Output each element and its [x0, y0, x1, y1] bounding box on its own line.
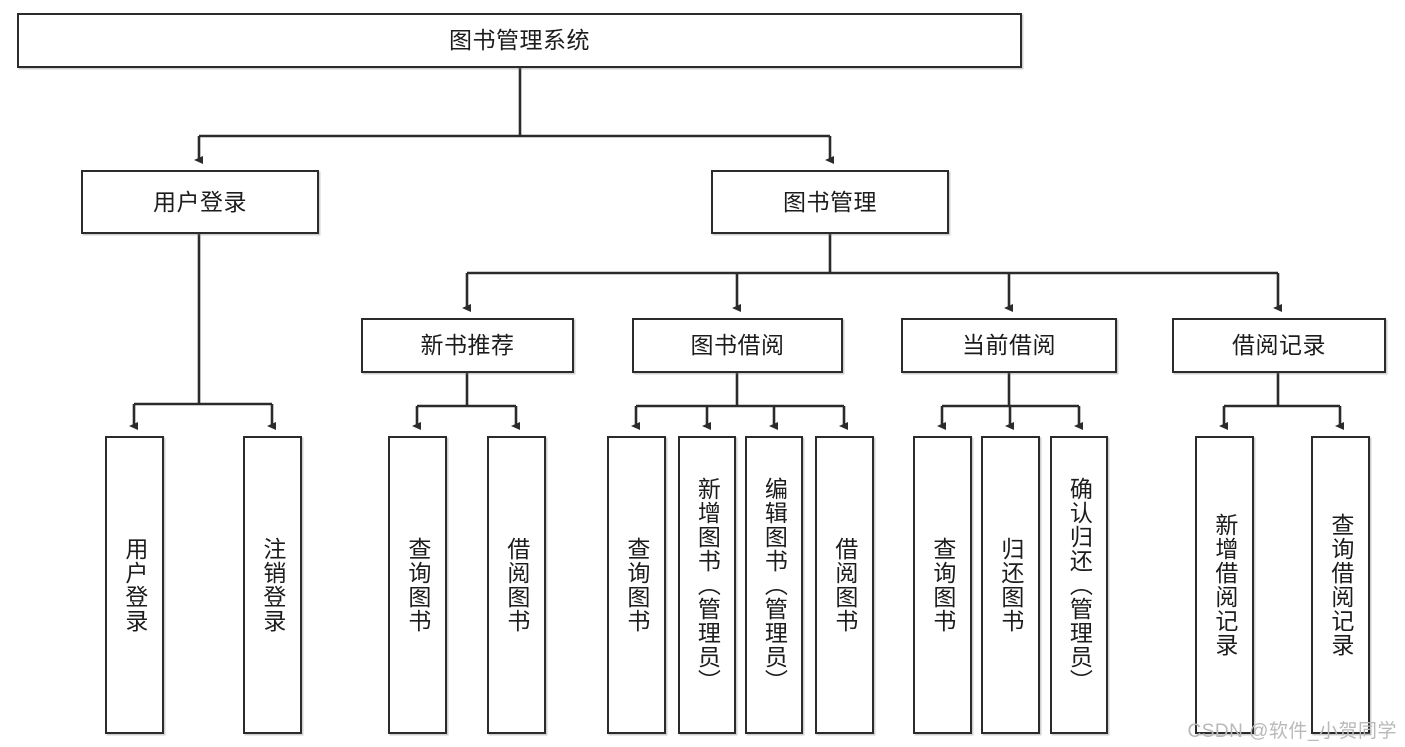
- watermark: CSDN @软件_小贺同学: [1187, 721, 1397, 742]
- node-borrow-record[interactable]: 借阅记录: [1172, 318, 1386, 373]
- edge-currentborrow-to-leaves: [937, 373, 1083, 430]
- node-user-login[interactable]: 用户登录: [81, 170, 319, 234]
- edge-bookborrow-to-leaves: [631, 373, 848, 430]
- node-root[interactable]: 图书管理系统: [17, 13, 1022, 68]
- node-book-manage-label: 图书管理: [783, 188, 877, 215]
- node-leaf-query-book-2-label: 查询图书: [623, 537, 650, 633]
- node-leaf-borrow-book-1-label: 借阅图书: [503, 537, 530, 633]
- node-leaf-add-record[interactable]: 新增借阅记录: [1195, 436, 1254, 734]
- node-leaf-add-book[interactable]: 新增图书（管理员）: [678, 436, 736, 734]
- edge-root-to-level2: [194, 68, 834, 164]
- edge-newbook-to-leaves: [412, 373, 520, 430]
- node-leaf-add-book-label: 新增图书（管理员）: [694, 477, 721, 693]
- edge-bookmanage-to-level3: [462, 234, 1282, 312]
- edge-userlogin-to-leaves: [129, 234, 276, 430]
- node-leaf-query-book-1-label: 查询图书: [404, 537, 431, 633]
- node-book-borrow-label: 图书借阅: [690, 332, 785, 359]
- node-leaf-edit-book[interactable]: 编辑图书（管理员）: [745, 436, 803, 734]
- node-leaf-user-login-label: 用户登录: [121, 537, 148, 633]
- node-book-manage[interactable]: 图书管理: [711, 170, 949, 234]
- node-leaf-query-book-3-label: 查询图书: [929, 537, 956, 633]
- node-book-borrow[interactable]: 图书借阅: [632, 318, 843, 373]
- node-current-borrow[interactable]: 当前借阅: [901, 318, 1117, 373]
- node-leaf-return-book[interactable]: 归还图书: [981, 436, 1040, 734]
- node-leaf-edit-book-label: 编辑图书（管理员）: [761, 477, 788, 693]
- edge-borrowrecord-to-leaves: [1219, 373, 1344, 430]
- node-leaf-confirm-return[interactable]: 确认归还（管理员）: [1050, 436, 1108, 734]
- node-new-book-rec-label: 新书推荐: [420, 332, 515, 359]
- node-leaf-query-record[interactable]: 查询借阅记录: [1311, 436, 1370, 734]
- node-user-login-label: 用户登录: [153, 188, 247, 215]
- node-leaf-query-book-1[interactable]: 查询图书: [388, 436, 447, 734]
- node-leaf-query-book-2[interactable]: 查询图书: [607, 436, 666, 734]
- node-leaf-borrow-book-2-label: 借阅图书: [831, 537, 858, 633]
- node-leaf-query-book-3[interactable]: 查询图书: [913, 436, 972, 734]
- node-leaf-add-record-label: 新增借阅记录: [1211, 513, 1238, 657]
- node-borrow-record-label: 借阅记录: [1232, 332, 1326, 359]
- node-leaf-return-book-label: 归还图书: [997, 537, 1024, 633]
- node-leaf-borrow-book-1[interactable]: 借阅图书: [487, 436, 546, 734]
- node-leaf-logout-label: 注销登录: [259, 537, 286, 633]
- node-leaf-user-login[interactable]: 用户登录: [105, 436, 164, 734]
- node-leaf-logout[interactable]: 注销登录: [243, 436, 302, 734]
- node-leaf-borrow-book-2[interactable]: 借阅图书: [815, 436, 874, 734]
- node-leaf-query-record-label: 查询借阅记录: [1327, 513, 1354, 657]
- node-leaf-confirm-return-label: 确认归还（管理员）: [1066, 477, 1093, 693]
- node-current-borrow-label: 当前借阅: [962, 332, 1056, 359]
- node-root-label: 图书管理系统: [449, 27, 590, 54]
- node-new-book-rec[interactable]: 新书推荐: [361, 318, 574, 373]
